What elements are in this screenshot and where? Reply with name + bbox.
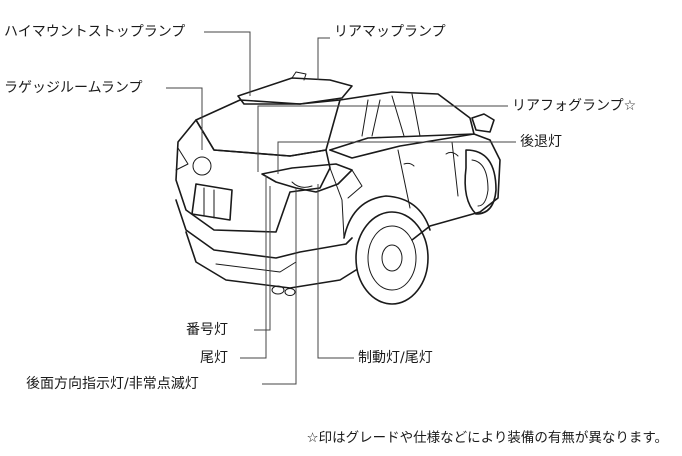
footnote: ☆印はグレードや仕様などにより装備の有無が異なります。 — [306, 430, 668, 446]
label-tail-lamp: 尾灯 — [200, 350, 228, 366]
leader-lines — [166, 31, 516, 385]
label-brake-tail-lamp: 制動灯/尾灯 — [358, 350, 433, 366]
label-license-plate-lamp: 番号灯 — [186, 322, 228, 338]
car-illustration — [175, 71, 501, 305]
label-high-mount-stop-lamp: ハイマウントストップランプ — [4, 24, 186, 40]
label-rear-fog-lamp: リアフォグランプ☆ — [512, 98, 637, 114]
label-turn-signal-hazard-lamp: 後面方向指示灯/非常点滅灯 — [26, 376, 199, 392]
label-reverse-lamp: 後退灯 — [520, 134, 562, 150]
label-luggage-room-lamp: ラゲッジルームランプ — [4, 80, 143, 96]
label-rear-map-lamp: リアマップランプ — [334, 24, 446, 40]
